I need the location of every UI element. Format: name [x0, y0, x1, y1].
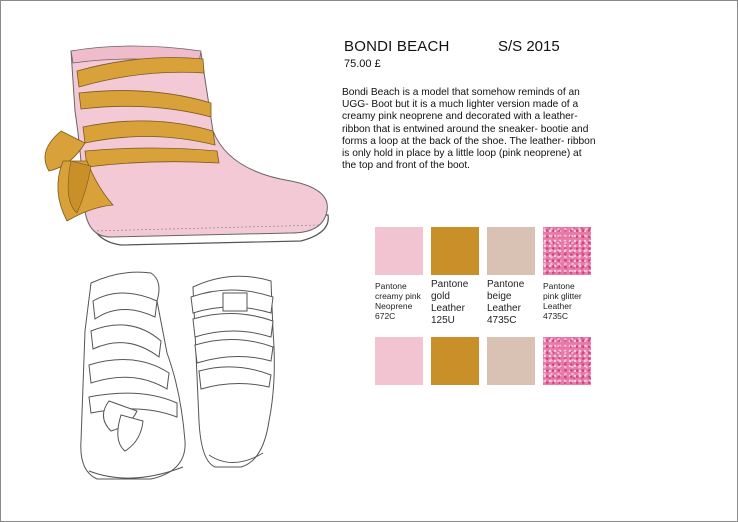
- swatch-label-gold: Pantone gold Leather 125U: [431, 279, 469, 326]
- swatch-creamy-pink: [375, 227, 423, 275]
- product-title: BONDI BEACH: [344, 38, 450, 55]
- swatch-label-creamy-pink: Pantone creamy pink Neoprene 672C: [375, 281, 421, 321]
- boot-sketch-front: [190, 275, 275, 468]
- ribbon-band-4: [84, 147, 220, 168]
- swatch-beige-repeat: [487, 337, 535, 385]
- swatch-beige: [487, 227, 535, 275]
- swatch-creamy-pink-repeat: [375, 337, 423, 385]
- ribbon-bow-loop-upper: [44, 130, 86, 172]
- product-price: 75.00 £: [344, 58, 381, 70]
- swatch-gold: [431, 227, 479, 275]
- swatch-pink-glitter-repeat: [543, 337, 591, 385]
- ribbon-band-3: [82, 120, 216, 146]
- swatch-label-pink-glitter: Pantone pink glitter Leather 4735C: [543, 281, 582, 321]
- swatch-label-beige: Pantone beige Leather 4735C: [487, 279, 525, 326]
- boot-sketch-side: [80, 271, 186, 480]
- ribbon-band-2: [78, 90, 212, 118]
- product-description: Bondi Beach is a model that somehow remi…: [342, 87, 596, 172]
- product-season: S/S 2015: [498, 38, 560, 55]
- ribbon-band-1: [76, 57, 205, 88]
- ribbon-bow-loop-lower: [67, 160, 92, 214]
- swatch-gold-repeat: [431, 337, 479, 385]
- swatch-pink-glitter: [543, 227, 591, 275]
